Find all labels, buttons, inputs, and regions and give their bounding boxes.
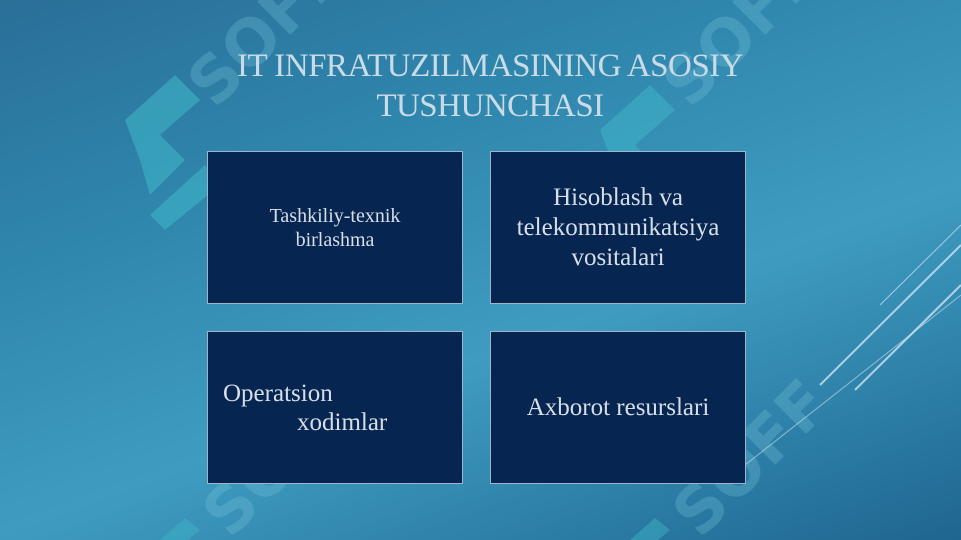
soff-logo-icon (160, 518, 670, 540)
box-text-line1: Operatsion (223, 379, 333, 407)
concept-box-computing: Hisoblash va telekommunikatsiya vositala… (490, 151, 746, 304)
box-text-line2: xodimlar (297, 408, 388, 436)
concept-box-operational-staff: Operatsion xodimlar (207, 331, 463, 484)
soff-logo-icon (125, 75, 220, 230)
box-text: Tashkiliy-texnik birlashma (269, 204, 401, 251)
concept-box-organizational: Tashkiliy-texnik birlashma (207, 151, 463, 304)
box-text: Operatsion xodimlar (215, 379, 455, 437)
slide-title: IT INFRATUZILMASINING ASOSIY TUSHUNCHASI (236, 48, 744, 124)
concept-box-information-resources: Axborot resurslari (490, 331, 746, 484)
box-text: Hisoblash va telekommunikatsiya vositala… (516, 183, 720, 271)
box-text: Axborot resurslari (526, 393, 710, 421)
